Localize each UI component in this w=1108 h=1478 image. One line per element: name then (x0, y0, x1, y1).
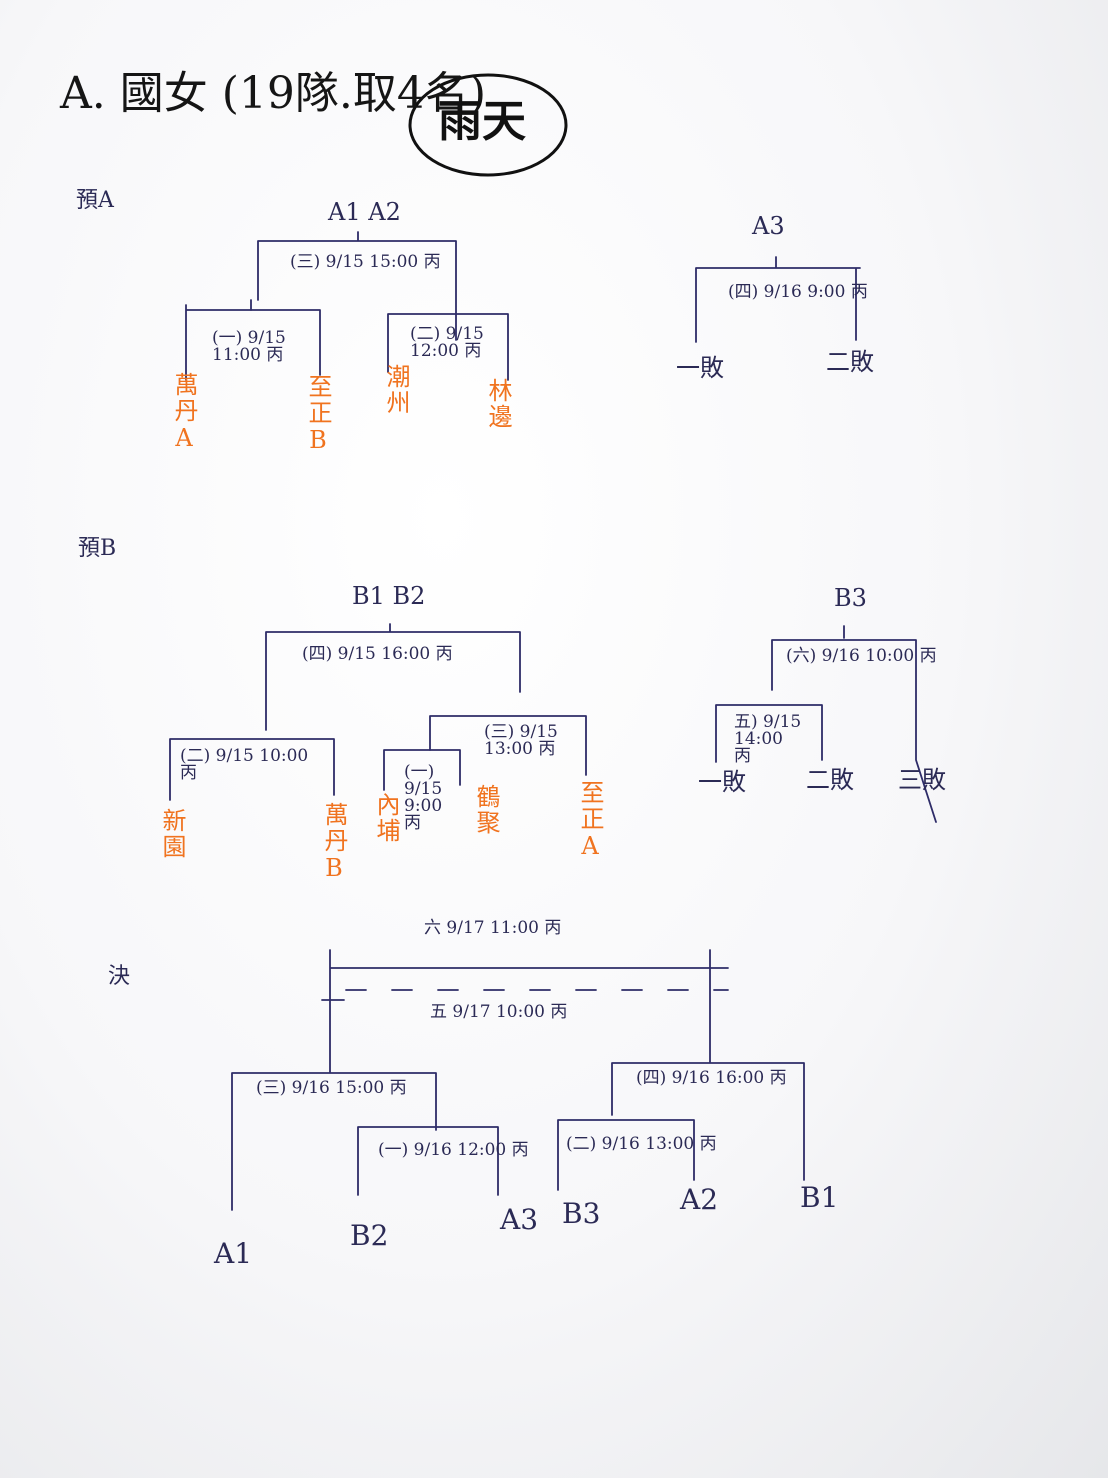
seed-b1: B1 (800, 1181, 839, 1214)
bracket-b-m3 (429, 715, 587, 776)
final-match2: (二) 9/16 13:00 丙 (566, 1134, 717, 1154)
team-zhizheng-a: 至正A (576, 780, 604, 862)
team-xinyuan: 新園 (158, 808, 186, 860)
pool-b3-match5: 五) 9/15 14:00 丙 (734, 712, 802, 766)
final-match4: (四) 9/16 16:00 丙 (636, 1068, 787, 1088)
pool-a-match2: (二) 9/15 12:00 丙 (410, 324, 484, 361)
pool-b3-loser-3: 三敗 (898, 766, 946, 794)
team-wandan-b: 萬丹B (320, 802, 348, 884)
bracket-b-m1 (383, 749, 461, 791)
pool-b3-loser-1: 一敗 (698, 768, 746, 796)
pool-a-final-match: (三) 9/15 15:00 丙 (290, 252, 441, 272)
team-heju: 鶴聚 (472, 784, 500, 836)
seed-b3: B3 (562, 1197, 601, 1230)
final-match6: 六 9/17 11:00 丙 (424, 918, 562, 938)
seed-b2: B2 (350, 1219, 389, 1252)
pool-b-match1: (一) 9/15 9:00 丙 (404, 762, 443, 833)
bracket-b-top (265, 623, 521, 731)
pool-a-match1: (一) 9/15 11:00 丙 (212, 328, 286, 365)
seed-a3: A3 (500, 1203, 539, 1236)
team-neipu: 內埔 (372, 792, 400, 844)
bracket-b3 (771, 625, 937, 823)
pool-a3-match: (四) 9/16 9:00 丙 (728, 282, 868, 302)
final-m1 (357, 1126, 499, 1196)
pool-b-group12-label: B1 B2 (352, 582, 426, 610)
weather-label: 雨天 (438, 96, 526, 147)
final-top (321, 949, 729, 1073)
seed-a2: A2 (680, 1183, 719, 1216)
team-linbian: 林邊 (484, 378, 512, 430)
pool-a3-loser-1: 一敗 (676, 354, 724, 382)
final-m2 (557, 1119, 695, 1191)
weather-circle (408, 73, 568, 177)
bracket-b-m2 (169, 738, 335, 801)
pool-a-group12-label: A1 A2 (328, 198, 401, 226)
pool-b-match3: (三) 9/15 13:00 丙 (484, 722, 558, 759)
team-wandan-a: 萬丹A (170, 372, 198, 454)
final-m4 (611, 1062, 805, 1181)
pool-a3-loser-2: 二敗 (826, 348, 874, 376)
page-title: A. 國女 (19隊.取4名) (60, 68, 487, 119)
bracket-a-m2 (387, 313, 509, 381)
bracket-b3-m5 (715, 704, 823, 763)
pool-b-final-match: (四) 9/15 16:00 丙 (302, 644, 453, 664)
seed-a1: A1 (214, 1237, 253, 1270)
bracket-a-m1 (185, 304, 321, 381)
pool-b3-match6: (六) 9/16 10:00 丙 (786, 646, 937, 666)
pool-b-group3-label: B3 (834, 584, 867, 612)
pool-b-heading: 預B (78, 536, 117, 561)
pool-a-heading: 預A (76, 188, 114, 213)
pool-b3-loser-2: 二敗 (806, 766, 854, 794)
bracket-a3 (695, 256, 861, 343)
final-heading: 決 (108, 964, 131, 989)
final-match3: (三) 9/16 15:00 丙 (256, 1078, 407, 1098)
team-chaozhou: 潮州 (382, 364, 410, 416)
final-m3 (231, 1072, 437, 1211)
final-match5: 五 9/17 10:00 丙 (430, 1002, 568, 1022)
pool-a-group3-label: A3 (752, 212, 785, 240)
final-match1: (一) 9/16 12:00 丙 (378, 1140, 529, 1160)
team-zhizheng-b: 至正B (304, 374, 332, 456)
bracket-a-top (250, 231, 457, 341)
pool-b-match2: (二) 9/15 10:00 丙 (180, 746, 309, 783)
